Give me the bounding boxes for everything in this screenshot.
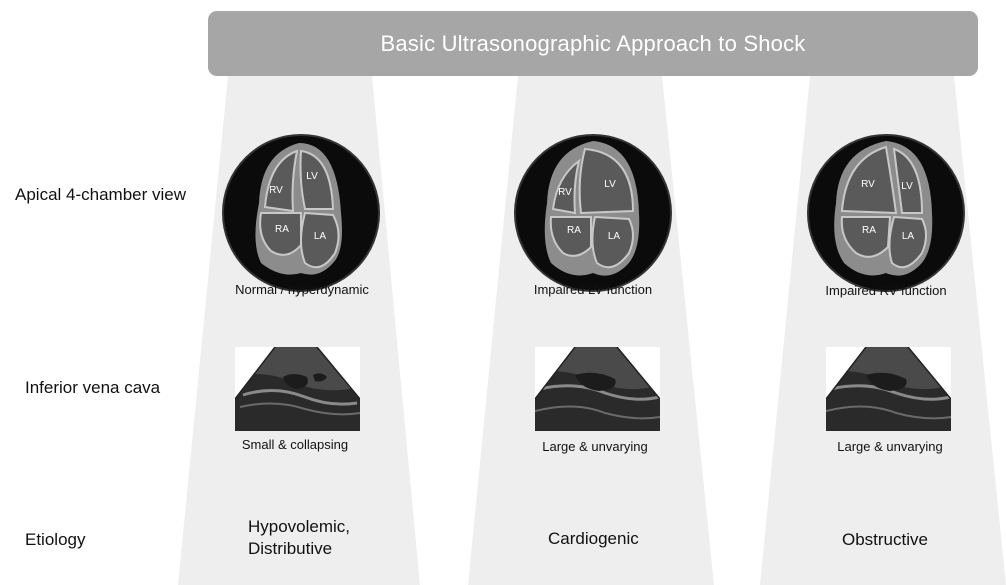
rv-label: RV <box>269 185 283 196</box>
ivc-ultrasound-small <box>235 347 360 431</box>
ivc-caption-3: Large & unvarying <box>790 439 990 454</box>
ra-label: RA <box>862 225 876 236</box>
ivc-caption-1: Small & collapsing <box>195 437 395 452</box>
row-label-etiology: Etiology <box>25 530 85 550</box>
lv-label: LV <box>604 179 616 190</box>
title-banner: Basic Ultrasonographic Approach to Shock <box>208 11 978 76</box>
heart-diagram-impaired-rv: RV LV RA LA <box>806 133 966 293</box>
etiology-cardiogenic: Cardiogenic <box>548 529 639 549</box>
heart-caption-1: Normal / hyperdynamic <box>202 282 402 297</box>
row-label-apical: Apical 4-chamber view <box>15 185 186 205</box>
heart-diagram-normal: RV LV RA LA <box>221 133 381 293</box>
heart-caption-3: Impaired RV function <box>786 283 986 298</box>
lv-label: LV <box>306 171 318 182</box>
rv-label: RV <box>861 179 875 190</box>
ivc-ultrasound-large-1 <box>535 347 660 431</box>
la-label: LA <box>314 231 327 242</box>
ivc-caption-2: Large & unvarying <box>495 439 695 454</box>
heart-diagram-impaired-lv: RV LV RA LA <box>513 133 673 293</box>
ivc-ultrasound-large-2 <box>826 347 951 431</box>
la-label: LA <box>902 231 915 242</box>
row-label-ivc: Inferior vena cava <box>25 378 160 398</box>
ra-label: RA <box>275 224 289 235</box>
heart-caption-2: Impaired LV function <box>493 282 693 297</box>
etiology-line-distributive: Distributive <box>248 538 350 560</box>
lv-label: LV <box>901 181 913 192</box>
rv-label: RV <box>558 187 572 198</box>
page-title: Basic Ultrasonographic Approach to Shock <box>380 31 805 57</box>
ra-label: RA <box>567 225 581 236</box>
etiology-line-hypovolemic: Hypovolemic, <box>248 516 350 538</box>
la-label: LA <box>608 231 621 242</box>
etiology-column-1: Hypovolemic, Distributive <box>248 516 350 560</box>
etiology-obstructive: Obstructive <box>842 530 928 550</box>
